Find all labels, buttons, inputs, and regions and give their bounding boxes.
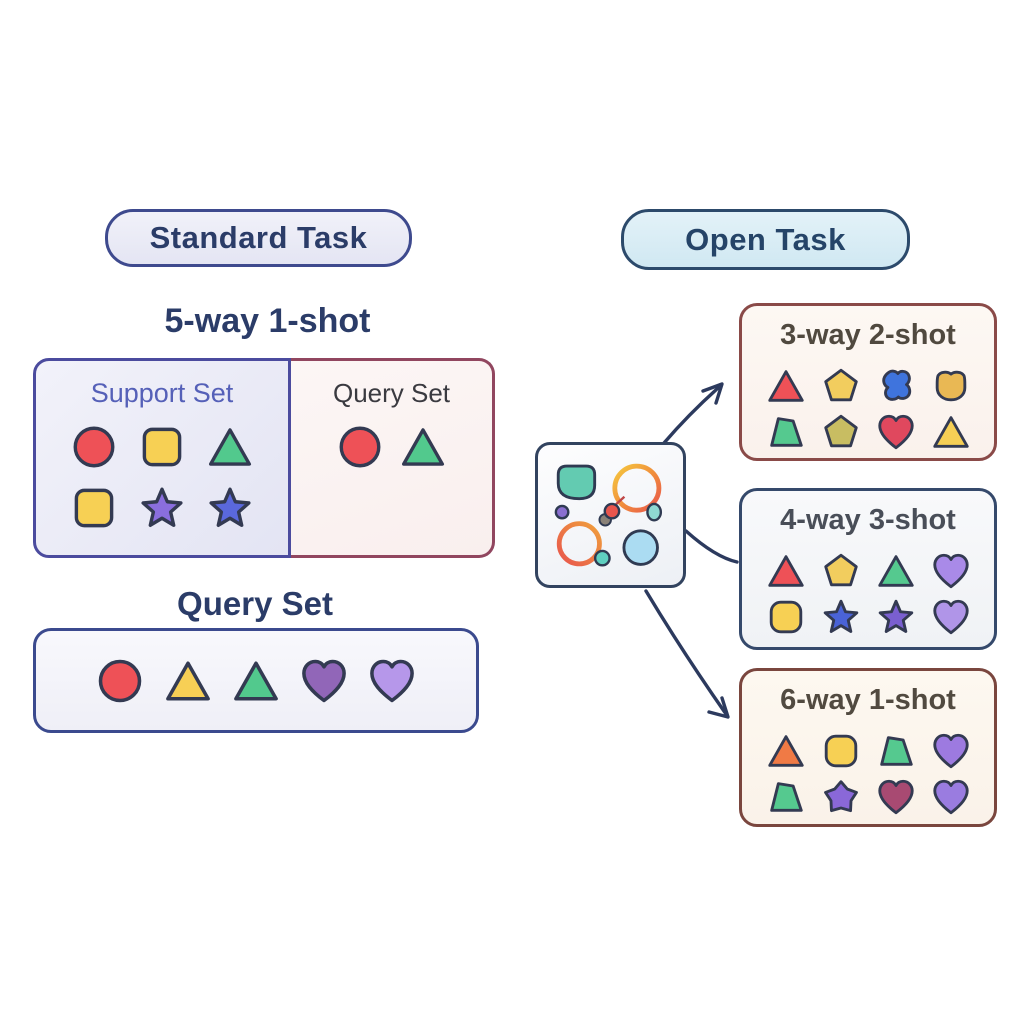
arrow-to-3way-box: [662, 382, 724, 445]
blue-circle-icon: [622, 529, 659, 566]
task-sampler-box: [535, 442, 686, 588]
red-triangle-shape: [767, 555, 804, 587]
task-box-3way-2shot: 3-way 2-shot: [739, 303, 997, 461]
open-task-pill-label: Open Task: [685, 221, 846, 257]
blue-star-shape: [823, 599, 858, 633]
query-set-label: Query Set: [332, 378, 451, 408]
light-purple-heart-shape: [932, 599, 969, 635]
teal-dot-icon: [646, 502, 663, 522]
yellow-red-ring-icon: [612, 463, 662, 513]
open-task-pill: Open Task: [621, 209, 910, 270]
yellow-square-shape: [74, 488, 114, 528]
support-set-shapes: [36, 422, 288, 533]
yellow-square-shape: [142, 427, 182, 467]
purple-heart-shape: [932, 779, 969, 815]
yellow-triangle-shape: [166, 661, 210, 700]
yellow-blob-shape: [823, 553, 858, 587]
task-box-4way-3shot: 4-way 3-shot: [739, 488, 997, 650]
red-dot-icon: [603, 502, 621, 520]
task-sampler-graphic: [554, 463, 663, 567]
purple-star-shape: [878, 599, 913, 633]
task-title-4way-3shot: 4-way 3-shot: [780, 504, 956, 536]
teal-blob-icon: [556, 464, 597, 501]
purple-blob-shape: [823, 780, 858, 813]
maroon-heart-shape: [877, 779, 914, 815]
green-trapezoid-shape: [879, 736, 913, 766]
green-triangle-shape: [234, 661, 278, 700]
red-circle-shape: [98, 659, 142, 702]
task-title-6way-1shot: 6-way 1-shot: [780, 684, 956, 716]
yellow-blob-shape: [823, 368, 858, 402]
task-shapes-3way-2shot: [742, 365, 994, 453]
standard-task-heading: 5-way 1-shot: [164, 302, 371, 340]
purple-star-shape: [141, 487, 183, 527]
green-trapezoid-shape: [769, 782, 803, 812]
light-purple-heart-shape: [370, 659, 414, 702]
blue-blob-shape: [881, 369, 911, 401]
task-shapes-6way-1shot: [742, 730, 994, 818]
arrow-to-6way-box: [644, 589, 730, 719]
red-triangle-shape: [767, 370, 804, 402]
purple-heart-shape: [302, 659, 346, 702]
arrow-to-4way-box: [684, 529, 739, 564]
standard-task-pill: Standard Task: [105, 209, 412, 267]
yellow-triangle-shape: [932, 416, 969, 448]
green-triangle-shape: [401, 428, 445, 466]
green-triangle-shape: [208, 428, 252, 466]
purple-heart-shape: [932, 733, 969, 769]
task-shapes-4way-3shot: [742, 550, 994, 638]
query-set-panel: Query Set: [291, 358, 495, 558]
ring-link-line: [614, 495, 626, 507]
olive-blob-shape: [823, 414, 858, 448]
support-query-box: Support Set Query Set: [33, 358, 495, 558]
purple-dot-icon: [554, 504, 570, 520]
support-set-label: Support Set: [90, 378, 234, 408]
yellow-shield-shape: [935, 370, 966, 402]
support-set-panel: Support Set: [33, 358, 291, 558]
query-set-box: [33, 628, 479, 733]
red-circle-shape: [73, 426, 115, 468]
task-box-6way-1shot: 6-way 1-shot: [739, 668, 997, 827]
query-set-box-shapes: [94, 655, 418, 707]
light-purple-heart-shape: [932, 553, 969, 589]
query-set-heading: Query Set: [177, 585, 333, 622]
orange-triangle-shape: [767, 735, 804, 767]
teal-small-dot-icon: [593, 549, 611, 567]
green-trapezoid-shape: [769, 417, 803, 447]
blue-star-shape: [209, 487, 251, 527]
query-set-panel-shapes: [291, 422, 492, 472]
yellow-square-shape: [769, 600, 802, 634]
green-triangle-shape: [877, 555, 914, 587]
red-circle-shape: [339, 426, 381, 468]
red-orange-ring-icon: [556, 521, 602, 567]
red-heart-shape: [877, 414, 914, 450]
yellow-square-shape: [824, 734, 857, 768]
task-title-3way-2shot: 3-way 2-shot: [780, 319, 956, 351]
standard-task-pill-label: Standard Task: [149, 220, 368, 255]
